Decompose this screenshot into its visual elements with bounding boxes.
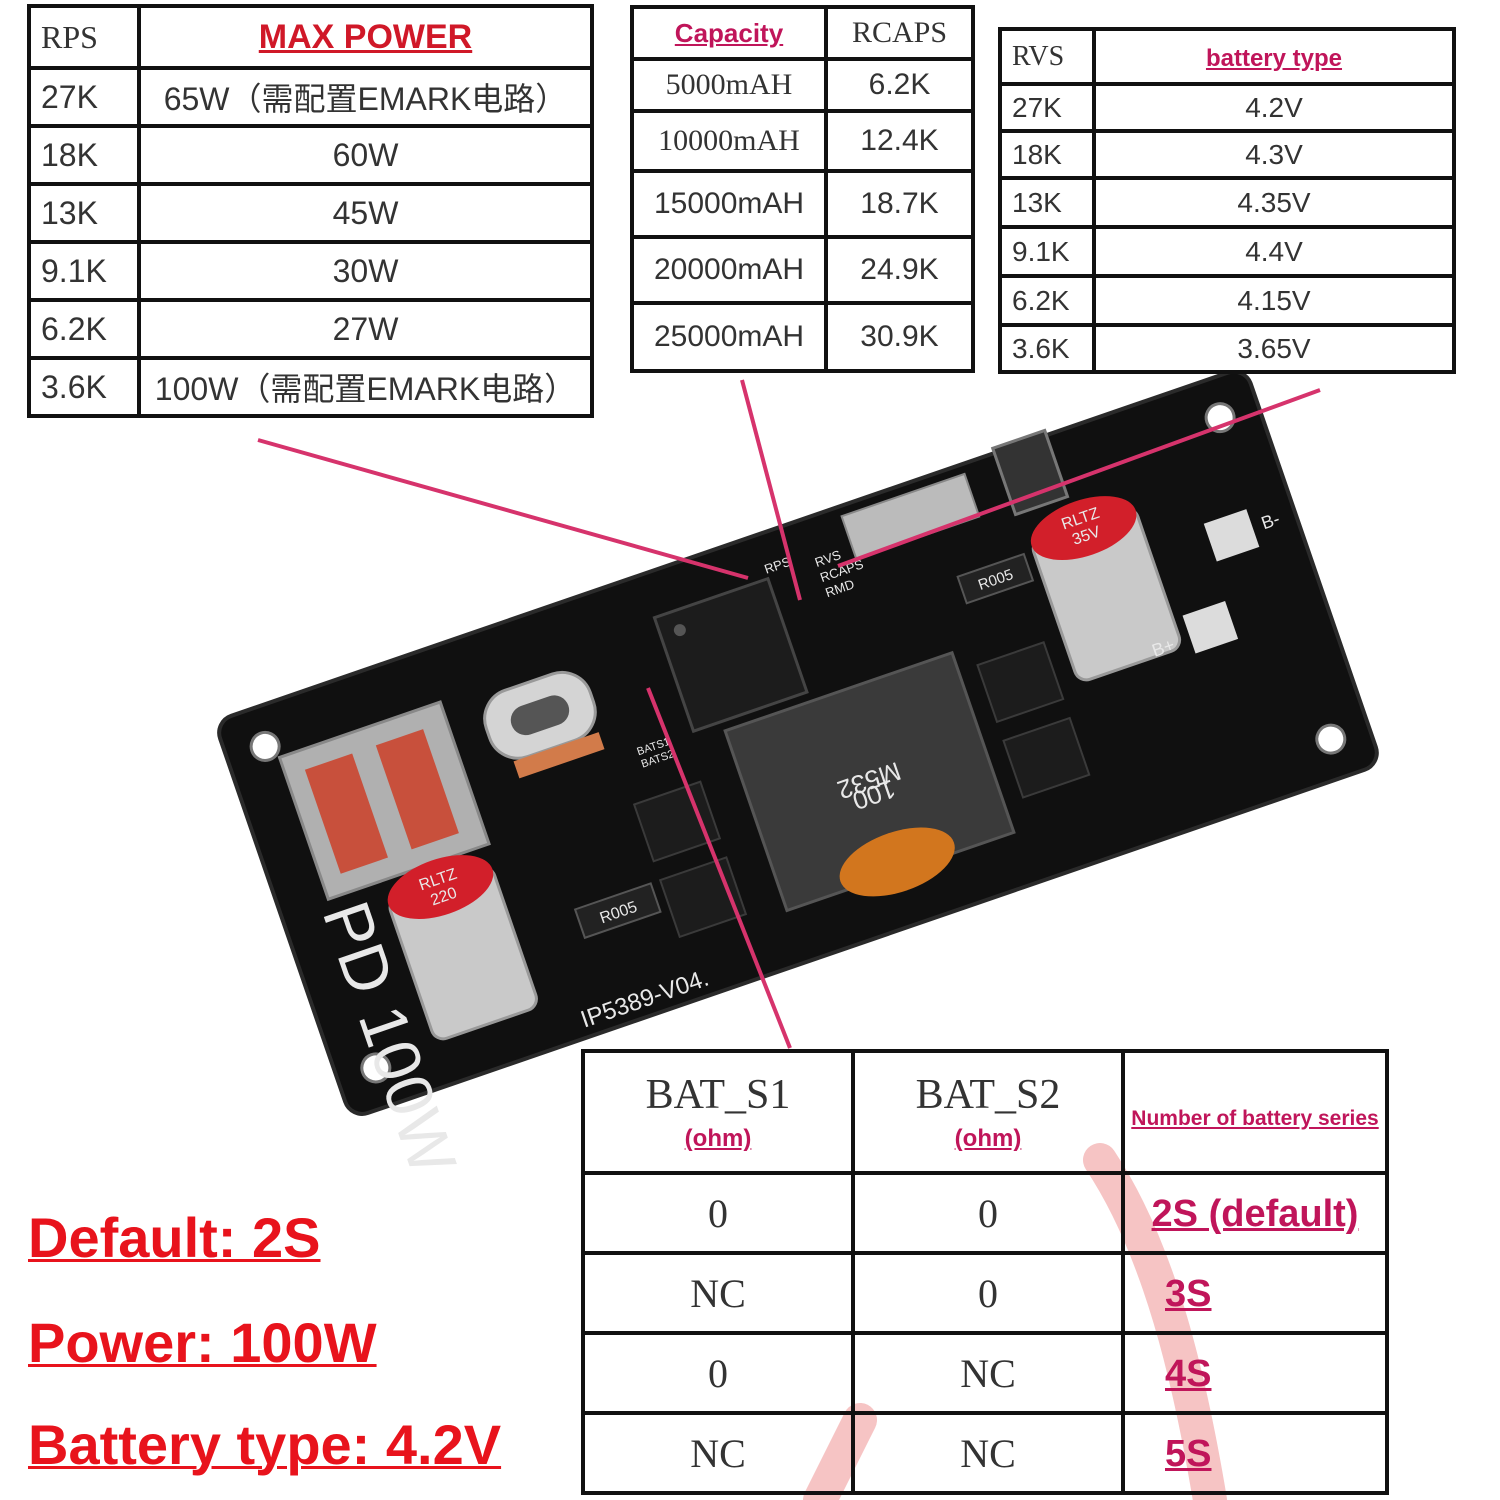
rps-cell: 27K bbox=[27, 66, 141, 128]
rcaps-cell: 30.9K bbox=[824, 301, 975, 373]
capacity-cell: 15000mAH bbox=[630, 169, 828, 239]
bat-s1-cell: 0 bbox=[581, 1171, 855, 1255]
pad-bplus bbox=[1182, 601, 1239, 654]
capacity-header: Capacity bbox=[674, 18, 784, 48]
power-cell: 60W bbox=[137, 124, 594, 186]
ic-chip bbox=[652, 576, 809, 734]
capacitor-left: RLTZ 220 bbox=[387, 855, 538, 1041]
rps-cell: 3.6K bbox=[27, 356, 141, 418]
usb-a-port bbox=[277, 700, 491, 902]
bat-s1-unit: (ohm) bbox=[684, 1125, 752, 1152]
shunt-resistor bbox=[956, 552, 1035, 605]
rvs-cell: 13K bbox=[998, 176, 1096, 229]
pointer-lines bbox=[257, 379, 1321, 1049]
push-switch bbox=[990, 428, 1070, 517]
pointer-rcaps bbox=[740, 379, 802, 601]
bat-s1-cell: NC bbox=[581, 1251, 855, 1335]
rvs-cell: 27K bbox=[998, 82, 1096, 133]
rcaps-cell: 6.2K bbox=[824, 57, 975, 113]
capacity-cell: 20000mAH bbox=[630, 235, 828, 305]
series-cell: 3S bbox=[1165, 1272, 1212, 1315]
capacity-cell: 25000mAH bbox=[630, 301, 828, 373]
rcaps-cell: 12.4K bbox=[824, 109, 975, 173]
rps-cell: 6.2K bbox=[27, 298, 141, 360]
usb-c-port bbox=[483, 670, 605, 779]
pointer-rvs bbox=[837, 388, 1321, 568]
rps-cell: 13K bbox=[27, 182, 141, 244]
rps-cell: 18K bbox=[27, 124, 141, 186]
rps-header: RPS bbox=[27, 4, 141, 70]
rvs-cell: 18K bbox=[998, 129, 1096, 180]
pad-bminus-label: B- bbox=[1259, 508, 1283, 533]
mosfet bbox=[1002, 716, 1091, 799]
pointer-rps bbox=[257, 438, 749, 580]
inductor: 100 M532 bbox=[723, 650, 1016, 913]
rcaps-header: RCAPS bbox=[824, 5, 975, 61]
bat-s1-cell: NC bbox=[581, 1411, 855, 1495]
rcaps-cell: 18.7K bbox=[824, 169, 975, 239]
mosfet bbox=[632, 780, 722, 863]
mounting-hole bbox=[1315, 723, 1347, 755]
pointer-bat bbox=[646, 687, 792, 1049]
pad-bminus bbox=[1203, 509, 1260, 562]
power-cell: 45W bbox=[137, 182, 594, 244]
capacitor-right: RLTZ 35V bbox=[1030, 496, 1182, 682]
battery-type-cell: 4.15V bbox=[1092, 274, 1456, 327]
rvs-cell: 6.2K bbox=[998, 274, 1096, 327]
mounting-hole bbox=[360, 1052, 392, 1084]
rvs-cell: 3.6K bbox=[998, 323, 1096, 374]
bat-s2-unit: (ohm) bbox=[954, 1125, 1022, 1152]
power-cell: 65W（需配置EMARK电路） bbox=[137, 66, 594, 128]
bat-s2-cell: 0 bbox=[851, 1251, 1125, 1335]
rvs-cell: 9.1K bbox=[998, 225, 1096, 278]
capacity-cell: 5000mAH bbox=[630, 57, 828, 113]
shunt-resistor bbox=[573, 882, 662, 940]
series-cell: 5S bbox=[1165, 1432, 1212, 1475]
power-cell: 100W（需配置EMARK电路） bbox=[137, 356, 594, 418]
series-cell: 4S bbox=[1165, 1352, 1212, 1395]
summary-battery: Battery type: 4.2V bbox=[28, 1413, 502, 1476]
battery-type-cell: 4.2V bbox=[1092, 82, 1456, 133]
capacity-cell: 10000mAH bbox=[630, 109, 828, 173]
battery-type-header: battery type bbox=[1205, 44, 1343, 72]
bat-s1-cell: 0 bbox=[581, 1331, 855, 1415]
series-header: Number of battery series bbox=[1131, 1106, 1379, 1130]
bat-s1-header: BAT_S1 bbox=[645, 1072, 791, 1118]
power-cell: 27W bbox=[137, 298, 594, 360]
battery-type-cell: 4.35V bbox=[1092, 176, 1456, 229]
mounting-hole bbox=[249, 730, 281, 762]
rcaps-cell: 24.9K bbox=[824, 235, 975, 305]
battery-series-table: BAT_S1 (ohm) BAT_S2 (ohm) Number of batt… bbox=[581, 1049, 1389, 1495]
bat-s2-header: BAT_S2 bbox=[915, 1072, 1061, 1118]
bat-s2-cell: 0 bbox=[851, 1171, 1125, 1255]
summary-power: Power: 100W bbox=[28, 1311, 377, 1374]
bat-s2-cell: NC bbox=[851, 1411, 1125, 1495]
bat-s2-cell: NC bbox=[851, 1331, 1125, 1415]
power-cell: 30W bbox=[137, 240, 594, 302]
battery-type-cell: 4.4V bbox=[1092, 225, 1456, 278]
max-power-header: MAX POWER bbox=[258, 17, 473, 56]
mosfet bbox=[976, 641, 1065, 724]
battery-type-cell: 4.3V bbox=[1092, 129, 1456, 180]
battery-type-cell: 3.65V bbox=[1092, 323, 1456, 374]
rps-cell: 9.1K bbox=[27, 240, 141, 302]
rvs-header: RVS bbox=[998, 27, 1096, 86]
series-cell: 2S (default) bbox=[1151, 1192, 1359, 1235]
summary-default: Default: 2S bbox=[28, 1206, 321, 1269]
